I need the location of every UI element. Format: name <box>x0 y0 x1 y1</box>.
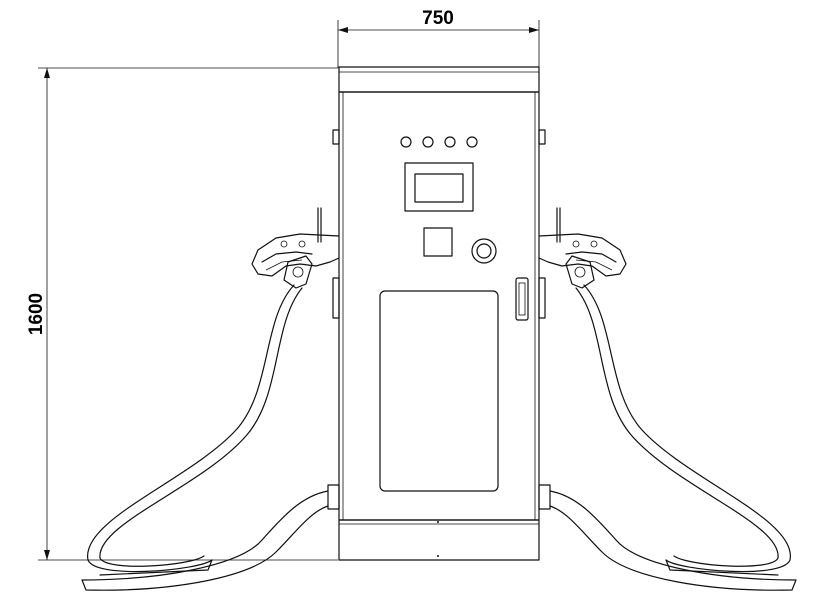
left-side-panel <box>332 277 340 319</box>
right-charging-cable <box>549 284 797 591</box>
door-handle <box>515 277 529 321</box>
emergency-stop-button <box>471 238 497 264</box>
access-door <box>379 290 499 492</box>
cabinet-body <box>338 91 540 521</box>
cabinet-base <box>338 519 540 561</box>
right-charging-gun-head <box>565 255 595 289</box>
arrowhead-bottom <box>44 550 50 560</box>
right-cable-gland <box>538 484 551 510</box>
left-charging-cable <box>81 284 329 591</box>
left-connector <box>251 207 340 289</box>
left-flange-upper <box>332 129 340 145</box>
height-label: 1600 <box>26 293 47 335</box>
left-charging-gun-head <box>283 255 313 289</box>
right-side-panel <box>538 277 546 319</box>
indicator-light-4 <box>466 136 478 148</box>
arrowhead-top <box>44 68 50 78</box>
width-dimension: 750 <box>337 8 540 68</box>
arrowhead-right <box>529 27 539 33</box>
cabinet-top-cap <box>338 66 540 93</box>
arrowhead-left <box>338 27 348 33</box>
door-handle-slot <box>518 282 526 316</box>
width-label: 750 <box>422 8 454 29</box>
indicator-light-3 <box>444 136 456 148</box>
indicator-light-2 <box>422 136 434 148</box>
display-screen <box>414 173 464 203</box>
indicator-light-1 <box>400 136 412 148</box>
emergency-stop-inner <box>476 243 492 259</box>
display-screen-frame <box>404 162 474 212</box>
charger-cabinet <box>327 66 551 561</box>
card-reader <box>423 227 453 257</box>
left-cable-gland <box>327 484 340 510</box>
right-flange-upper <box>538 129 546 145</box>
left-holster <box>251 233 340 277</box>
right-holster <box>538 233 627 277</box>
right-connector <box>538 207 627 289</box>
